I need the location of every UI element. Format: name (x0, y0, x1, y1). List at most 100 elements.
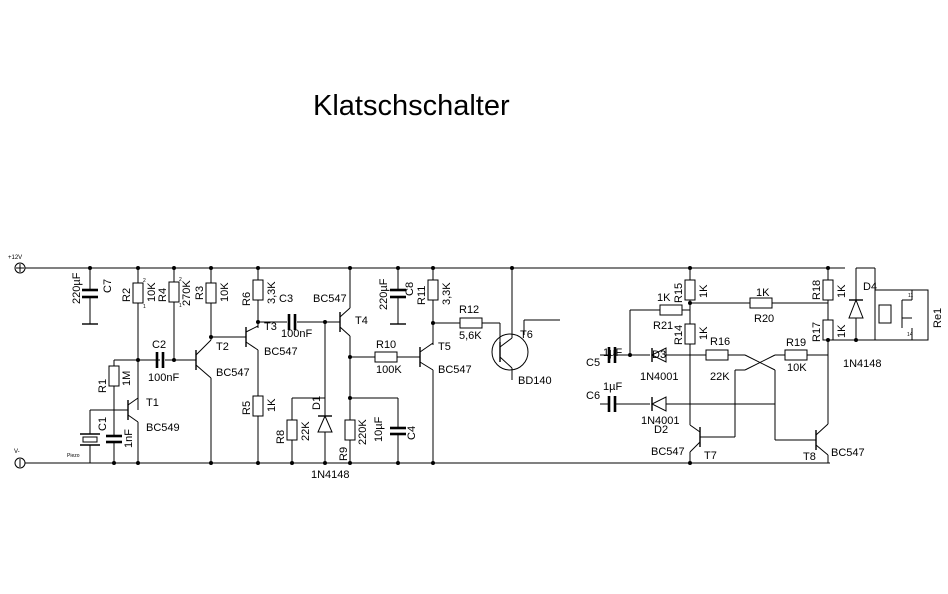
r5-ref: R5 (241, 401, 253, 415)
resistor-r17: R17 1K (811, 319, 848, 424)
r15-value: 1K (698, 284, 710, 298)
t2-value: BC547 (216, 367, 250, 379)
r3-ref: R3 (194, 286, 206, 300)
re1-ref: Re1 (932, 308, 944, 328)
t1-ref: T1 (146, 397, 159, 409)
c7-ref: C7 (102, 279, 114, 293)
t5-ref: T5 (438, 341, 451, 353)
t7-ref: T7 (704, 450, 717, 462)
svg-text:1: 1 (179, 303, 182, 309)
transistor-t7: BC547 T7 (651, 355, 717, 463)
t6-ref: T6 (520, 329, 533, 341)
capacitor-c6: C6 1µF (586, 381, 650, 412)
transistor-t8: T8 BC547 (803, 423, 865, 463)
svg-text:1: 1 (143, 304, 146, 310)
r18-ref: R18 (811, 280, 823, 300)
r8-ref: R8 (275, 430, 287, 444)
transistor-t3: T3 BC547 (245, 321, 298, 396)
r20-ref: R20 (754, 313, 774, 325)
resistor-r11: R11 3,3K (416, 268, 453, 345)
d4-ref: D4 (863, 281, 877, 293)
t8-ref: T8 (803, 451, 816, 463)
svg-text:11: 11 (908, 293, 913, 299)
c8-value: 220µF (378, 278, 390, 310)
r4-value: 270K (181, 280, 193, 306)
c4-ref: C4 (406, 426, 418, 440)
resistor-r4: R4 270K 2 1 (157, 268, 193, 360)
svg-text:2: 2 (179, 277, 182, 283)
r1-ref: R1 (97, 379, 109, 393)
resistor-r19: R19 10K (775, 337, 828, 374)
t3-ref: T3 (264, 321, 277, 333)
r18-value: 1K (836, 284, 848, 298)
resistor-r14: R14 1K (673, 320, 710, 355)
resistor-r1: R1 1M (97, 360, 133, 410)
r12-value: 5,6K (459, 330, 482, 342)
resistor-r21: 1K R21 (653, 292, 690, 332)
capacitor-c3: C3 100nF (256, 293, 340, 340)
d2-ref: D2 (654, 424, 668, 436)
r16-value: 22K (710, 371, 730, 383)
capacitor-c4: 10µF C4 (373, 398, 418, 463)
transistor-t5: T5 BC547 (419, 341, 472, 463)
t1-value: BC549 (146, 422, 180, 434)
r19-value: 10K (787, 362, 807, 374)
r3-value: 10K (219, 282, 231, 302)
capacitor-c8: 220µF C8 (378, 268, 416, 325)
r2-ref: R2 (121, 288, 133, 302)
resistor-r6: R6 3,3K (241, 268, 278, 328)
t5-value: BC547 (438, 364, 472, 376)
resistor-r10: R10 100K (348, 339, 420, 376)
c8-ref: C8 (404, 282, 416, 296)
transistor-t2: T2 BC547 (195, 339, 250, 463)
c6-ref: C6 (586, 390, 600, 402)
capacitor-c1: C1 1nF (97, 410, 135, 463)
c1-ref: C1 (97, 417, 109, 431)
relay-re1[interactable]: 11 14 Re1 (856, 267, 944, 341)
r10-ref: R10 (376, 339, 396, 351)
c5-value: 1µF (603, 347, 622, 359)
resistor-r3: R3 10K (194, 268, 231, 340)
r20-value: 1K (756, 287, 770, 299)
c2-ref: C2 (152, 339, 166, 351)
svg-text:14: 14 (907, 332, 913, 338)
d3-value: 1N4001 (640, 371, 679, 383)
capacitor-c7: 220µF C7 (71, 268, 114, 325)
c7-value: 220µF (71, 272, 83, 304)
r4-ref: R4 (157, 288, 169, 302)
resistor-r16: R16 22K (690, 336, 745, 383)
resistor-r8: R8 22K (275, 397, 325, 463)
r9-ref: R9 (338, 447, 350, 461)
negative-rail-label: V- (14, 449, 20, 455)
schematic-title: Klatschschalter (313, 90, 510, 122)
transistor-t1: T1 BC549 (114, 397, 180, 463)
r9-value: 220K (357, 419, 369, 445)
t7-value: BC547 (651, 446, 685, 458)
svg-text:2: 2 (143, 278, 146, 284)
capacitor-c5: C5 1µF (586, 347, 650, 369)
d1-ref: D1 (311, 396, 323, 410)
t3-value: BC547 (264, 346, 298, 358)
r21-ref: R21 (653, 320, 673, 332)
c3-value: 100nF (281, 328, 312, 340)
c1-value: 1nF (123, 429, 135, 448)
resistor-r18: R18 1K (811, 268, 848, 320)
r6-ref: R6 (241, 292, 253, 306)
r1-value: 1M (121, 371, 133, 386)
r21-value: 1K (657, 292, 671, 304)
c3-ref: C3 (279, 293, 293, 305)
r11-ref: R11 (416, 286, 428, 305)
piezo-transducer: Piezo (67, 409, 114, 463)
diode-d2: 1N4001 D2 (641, 396, 775, 436)
resistor-r9: R9 220K (338, 419, 369, 461)
d4-value: 1N4148 (843, 358, 882, 370)
t8-value: BC547 (831, 447, 865, 459)
d1-value: 1N4148 (311, 469, 350, 481)
r2-value: 10K (146, 282, 158, 302)
r17-ref: R17 (811, 322, 823, 342)
t4-ref: T4 (355, 315, 368, 327)
diode-d4: D4 1N4148 (843, 268, 882, 370)
resistor-r20: 1K R20 (749, 287, 828, 325)
r14-value: 1K (698, 326, 710, 340)
